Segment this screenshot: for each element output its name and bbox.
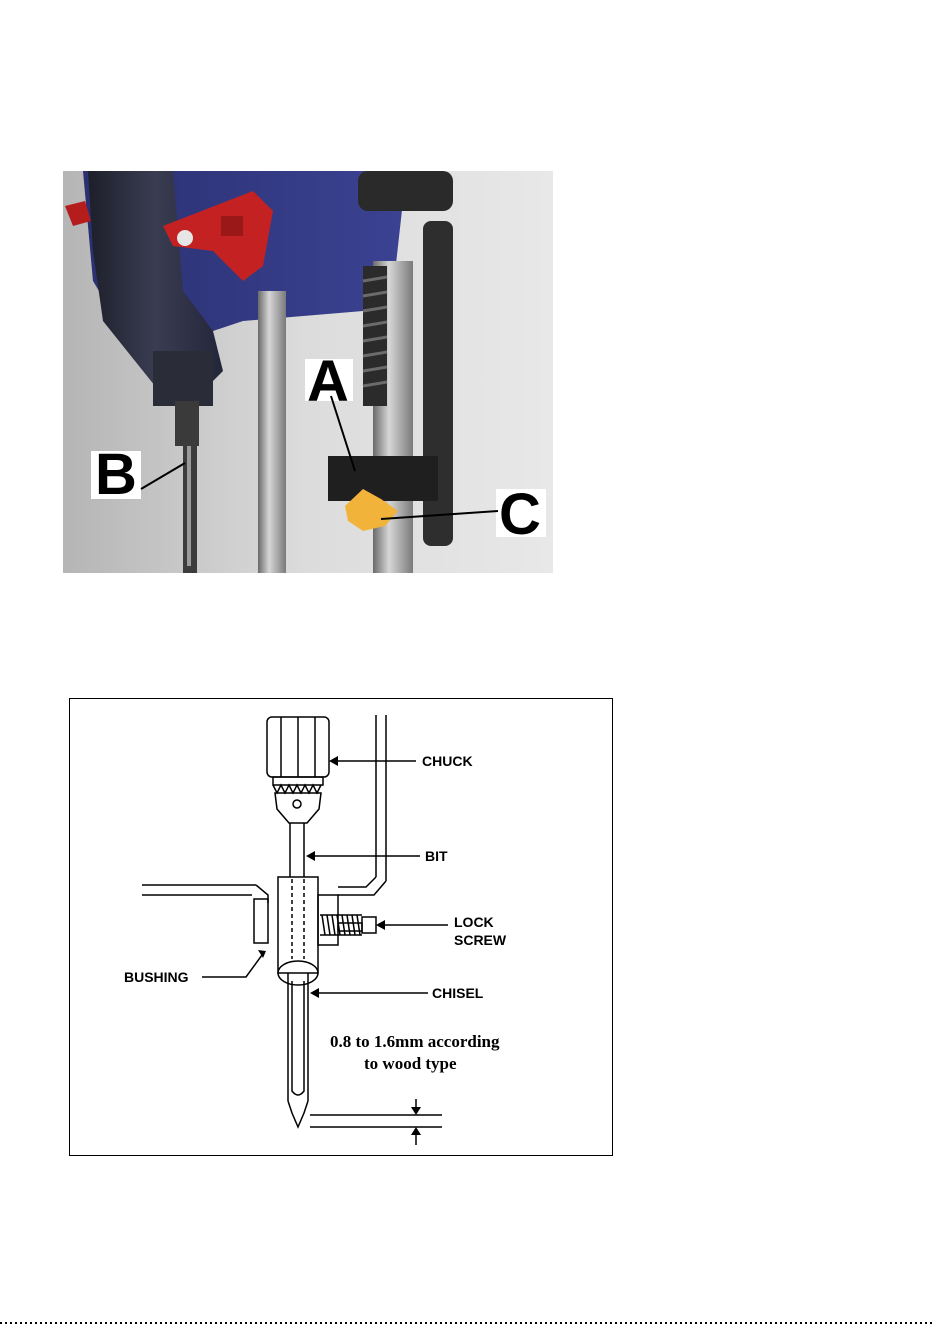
machine-photo-drawing: A B C (63, 171, 553, 573)
label-a: A (307, 349, 349, 414)
label-c: C (499, 482, 541, 547)
bushing-label: BUSHING (124, 969, 189, 985)
lock-screw-label-line2: SCREW (454, 932, 507, 948)
bit-label: BIT (425, 848, 448, 864)
clearance-note-line2: to wood type (364, 1054, 457, 1073)
clearance-note-line1: 0.8 to 1.6mm according (330, 1032, 500, 1051)
chisel-label: CHISEL (432, 985, 484, 1001)
label-b: B (95, 442, 137, 507)
chisel-diagram: CHUCK BIT LOCK SCREW BUSHING CHISEL 0.8 … (69, 698, 613, 1156)
chuck-label: CHUCK (422, 753, 473, 769)
lock-screw-label-line1: LOCK (454, 914, 494, 930)
chisel-diagram-drawing: CHUCK BIT LOCK SCREW BUSHING CHISEL 0.8 … (70, 699, 613, 1156)
machine-photo: A B C (63, 171, 553, 573)
